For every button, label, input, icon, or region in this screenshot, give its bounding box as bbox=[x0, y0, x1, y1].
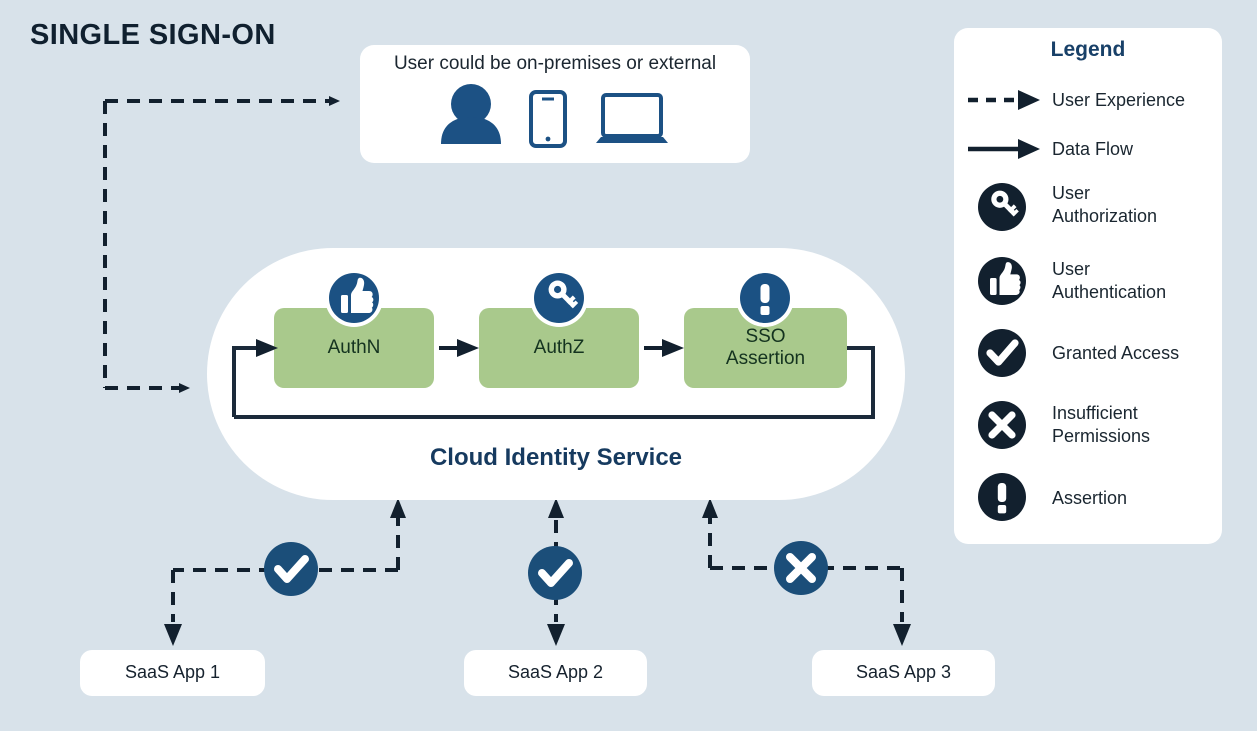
laptop-icon bbox=[596, 93, 668, 143]
key-icon bbox=[530, 269, 588, 327]
check-circle-icon bbox=[528, 546, 582, 600]
key-icon bbox=[978, 183, 1026, 231]
ux-path-saas1 bbox=[164, 498, 406, 646]
legend-label-user-experience: User Experience bbox=[1052, 90, 1186, 110]
saas-app-1-card[interactable] bbox=[80, 650, 265, 696]
ux-path-saas3 bbox=[702, 498, 911, 646]
exclamation-icon bbox=[736, 269, 794, 327]
dashed-arrow-icon bbox=[968, 90, 1040, 110]
solid-arrow-icon bbox=[968, 139, 1040, 159]
legend-label-user-authentication: User Authentication bbox=[1052, 259, 1167, 303]
step-label-authn: AuthN bbox=[327, 337, 381, 358]
thumbs-up-icon bbox=[325, 269, 383, 327]
saas-app-1-label: SaaS App 1 bbox=[124, 662, 221, 682]
page-title: SINGLE SIGN-ON bbox=[30, 19, 276, 51]
legend-label-granted-access: Granted Access bbox=[1052, 343, 1180, 363]
saas-app-3-label: SaaS App 3 bbox=[855, 662, 952, 682]
check-circle-icon bbox=[264, 542, 318, 596]
user-card bbox=[360, 45, 750, 163]
saas-app-2-label: SaaS App 2 bbox=[507, 662, 604, 682]
legend-label-assertion: Assertion bbox=[1052, 488, 1128, 508]
saas-app-3-card[interactable] bbox=[812, 650, 995, 696]
exclamation-icon bbox=[978, 473, 1026, 521]
cloud-identity-service-label: Cloud Identity Service bbox=[429, 444, 683, 471]
saas-app-2-card[interactable] bbox=[464, 650, 647, 696]
check-circle-icon bbox=[978, 329, 1026, 377]
thumbs-up-icon bbox=[978, 257, 1026, 305]
step-label-sso-assertion: SSO Assertion bbox=[725, 326, 806, 369]
x-circle-icon bbox=[774, 541, 828, 595]
step-label-authz: AuthZ bbox=[533, 337, 585, 358]
person-icon bbox=[441, 84, 501, 144]
mobile-phone-icon bbox=[529, 90, 567, 148]
legend-title: Legend bbox=[1050, 38, 1126, 61]
ux-path-left bbox=[103, 96, 340, 393]
user-card-label: User could be on-premises or external bbox=[393, 53, 717, 74]
legend-label-insufficient-permissions: Insufficient Permissions bbox=[1052, 403, 1151, 447]
legend-label-data-flow: Data Flow bbox=[1052, 139, 1134, 159]
x-circle-icon bbox=[978, 401, 1026, 449]
legend-label-user-authorization: User Authorization bbox=[1052, 183, 1158, 227]
